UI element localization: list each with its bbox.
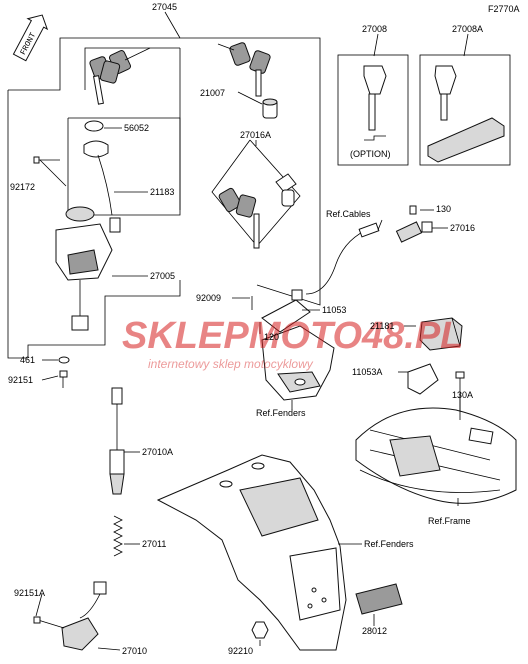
key-set-main — [89, 47, 151, 105]
key-blank-27008A — [427, 65, 505, 163]
nut-92210 — [251, 621, 269, 639]
callout-21183: 21183 — [150, 187, 174, 197]
washer-461 — [58, 356, 70, 364]
cable-and-lock-27016 — [305, 205, 433, 295]
key-blank-box — [337, 54, 409, 166]
callout-27005: 27005 — [150, 271, 175, 281]
callout-92151A: 92151A — [14, 588, 45, 598]
fender-lower — [156, 454, 347, 651]
callout-56052: 56052 — [124, 123, 149, 133]
callout-27008: 27008 — [362, 24, 387, 34]
callout-ref-fenders-upper: Ref.Fenders — [256, 408, 306, 418]
ignition-switch-27005 — [55, 206, 113, 331]
callout-11053A: 11053A — [352, 367, 382, 377]
bracket-11053 — [251, 289, 311, 333]
switch-27010A — [109, 387, 125, 495]
cover-21181 — [419, 317, 463, 351]
svg-text:SKLEPMOTO48.PL: SKLEPMOTO48.PL — [122, 315, 463, 357]
callout-92210: 92210 — [228, 646, 253, 656]
callout-27010A: 27010A — [142, 447, 173, 457]
callout-120: 120 — [264, 332, 279, 342]
callout-27016: 27016 — [450, 223, 475, 233]
spring-27011 — [113, 515, 123, 557]
callout-ref-cables: Ref.Cables — [326, 209, 371, 219]
callout-130A: 130A — [452, 390, 473, 400]
ring-and-bushing — [83, 120, 121, 233]
callout-21007: 21007 — [200, 88, 225, 98]
callout-130: 130 — [436, 204, 451, 214]
group-outlines — [7, 37, 511, 359]
callout-11053: 11053 — [322, 305, 346, 315]
option-label: (OPTION) — [350, 149, 391, 159]
callout-92172: 92172 — [10, 182, 35, 192]
frame-reference — [355, 407, 517, 504]
bolt-92151 — [59, 370, 68, 388]
screw-92172 — [33, 156, 60, 164]
watermark-tagline: internetowy sklep motocyklowy — [148, 357, 314, 371]
reflector-28012 — [355, 583, 403, 615]
callout-27011: 27011 — [142, 539, 166, 549]
callout-28012: 28012 — [362, 626, 387, 636]
front-direction-badge: FRONT — [12, 14, 49, 62]
key-set-27016A — [218, 173, 297, 249]
key-blank-27008 — [363, 65, 387, 141]
key-set-21007 — [217, 42, 278, 119]
callout-27016A: 27016A — [240, 130, 271, 140]
key-blank-option-box — [419, 54, 511, 166]
callout-27008A: 27008A — [452, 24, 483, 34]
callout-27045: 27045 — [152, 2, 177, 12]
callout-92151: 92151 — [8, 375, 33, 385]
callout-ref-frame: Ref.Frame — [428, 516, 471, 526]
callout-21181: 21181 — [370, 321, 394, 331]
callout-461: 461 — [20, 355, 35, 365]
figure-code: F2770A — [488, 4, 520, 14]
callout-92009: 92009 — [196, 293, 221, 303]
callout-27010: 27010 — [122, 646, 147, 656]
watermark: SKLEPMOTO48.PL internetowy sklep motocyk… — [122, 315, 463, 371]
leader-lines — [35, 11, 469, 651]
switch-27010 — [33, 581, 107, 651]
callout-ref-fenders-lower: Ref.Fenders — [364, 539, 414, 549]
fender-upper — [261, 325, 335, 401]
